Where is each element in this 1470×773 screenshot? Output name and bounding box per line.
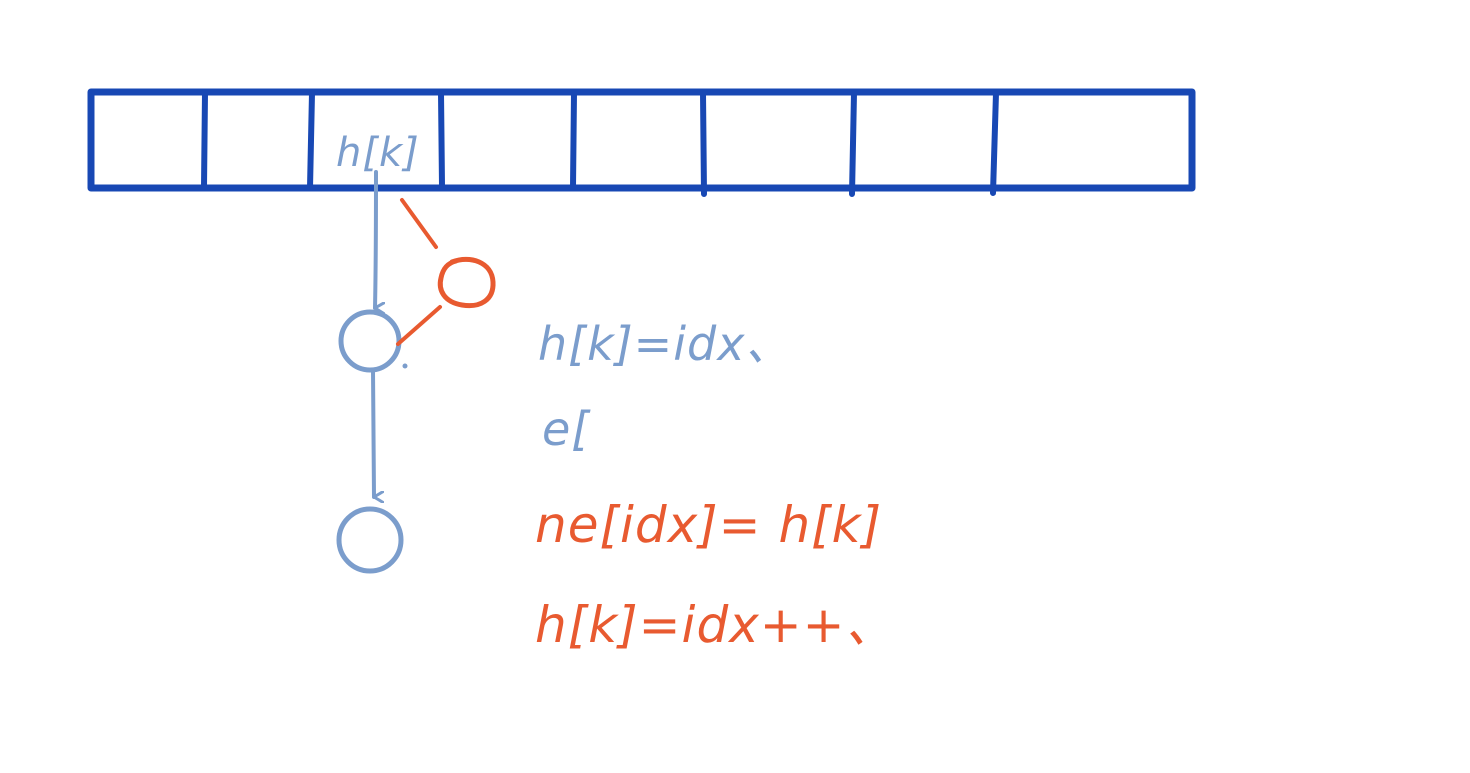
hash-array: h[k] xyxy=(87,88,1196,197)
linked-list xyxy=(336,170,408,574)
array-divider xyxy=(700,90,707,197)
dot-mark xyxy=(402,363,408,369)
array-divider xyxy=(990,90,999,196)
array-divider xyxy=(307,90,315,191)
array-divider xyxy=(849,90,857,197)
array-divider xyxy=(570,90,577,190)
note-line-4: h[k]=idx++、 xyxy=(535,596,897,654)
array-divider xyxy=(438,90,445,189)
note-line-2: e[ xyxy=(542,402,591,456)
code-notes: h[k]=idx、 e[ ne[idx]= h[k] h[k]=idx++、 xyxy=(535,317,897,654)
head-pointer-arrow xyxy=(375,170,376,308)
insert-link-to-node xyxy=(396,305,442,346)
inserted-node xyxy=(437,256,496,309)
note-line-3: ne[idx]= h[k] xyxy=(535,496,882,554)
note-line-1: h[k]=idx、 xyxy=(538,317,792,371)
insert-link-from-bucket xyxy=(400,198,438,249)
array-divider xyxy=(201,90,208,190)
next-pointer-arrow xyxy=(371,368,374,497)
bucket-label: h[k] xyxy=(336,130,420,176)
list-node xyxy=(338,309,402,373)
array-outline xyxy=(87,88,1196,192)
list-node xyxy=(336,506,404,574)
inserted-node-group xyxy=(396,198,496,346)
